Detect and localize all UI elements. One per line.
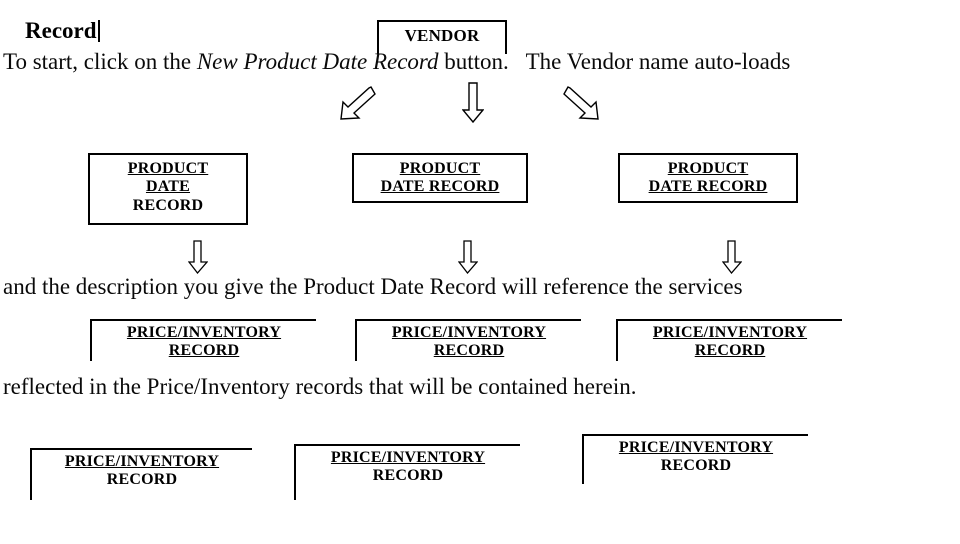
pdr-box-1-line-1: PRODUCT <box>127 160 209 177</box>
price-inventory-box-mid-3[interactable]: PRICE/INVENTORY RECORD <box>616 319 842 361</box>
arrow-down-icon-2b <box>458 240 478 274</box>
product-date-record-box-1[interactable]: PRODUCT DATE RECORD <box>88 153 248 225</box>
pdr-box-1-line-3: RECORD <box>132 196 204 214</box>
arrow-down-icon-2a <box>188 240 208 274</box>
pi-bottom-1-line-1: PRICE/INVENTORY <box>64 453 220 470</box>
pdr-box-3-line-2: DATE RECORD <box>648 178 768 196</box>
vendor-box-label: VENDOR <box>404 26 480 45</box>
pi-mid-2-line-2: RECORD <box>433 342 505 360</box>
price-inventory-box-mid-1[interactable]: PRICE/INVENTORY RECORD <box>90 319 316 361</box>
pdr-box-3-line-1: PRODUCT <box>667 160 749 177</box>
product-date-record-box-2[interactable]: PRODUCT DATE RECORD <box>352 153 528 203</box>
arrow-down-right-icon <box>562 85 602 123</box>
vendor-box[interactable]: VENDOR <box>377 20 507 54</box>
text-caret <box>97 20 100 42</box>
paragraph-line-1: To start, click on the New Product Date … <box>3 49 791 74</box>
truncated-heading-text: Record <box>25 18 97 43</box>
pi-bottom-3-line-1: PRICE/INVENTORY <box>618 439 774 456</box>
arrow-down-icon-2c <box>722 240 742 274</box>
pi-bottom-3-line-2: RECORD <box>660 457 732 475</box>
truncated-heading: Record <box>2 0 100 70</box>
pdr-box-2-line-1: PRODUCT <box>399 160 481 177</box>
pi-mid-3-line-2: RECORD <box>694 342 766 360</box>
paragraph-line-1-part-a: To start, click on the <box>3 49 197 74</box>
price-inventory-box-bottom-2[interactable]: PRICE/INVENTORY RECORD <box>294 444 520 500</box>
arrow-down-left-icon <box>338 85 378 123</box>
pi-mid-1-line-2: RECORD <box>168 342 240 360</box>
pdr-box-1-line-2: DATE <box>145 178 191 196</box>
pi-mid-2-line-1: PRICE/INVENTORY <box>391 324 547 341</box>
pi-bottom-2-line-2: RECORD <box>372 467 444 485</box>
pi-mid-1-line-1: PRICE/INVENTORY <box>126 324 282 341</box>
price-inventory-box-mid-2[interactable]: PRICE/INVENTORY RECORD <box>355 319 581 361</box>
pi-mid-3-line-1: PRICE/INVENTORY <box>652 324 808 341</box>
paragraph-line-1-part-b: button. The Vendor name auto-loads <box>438 49 791 74</box>
paragraph-line-3: reflected in the Price/Inventory records… <box>3 374 637 399</box>
pi-bottom-1-line-2: RECORD <box>106 471 178 489</box>
paragraph-line-2: and the description you give the Product… <box>3 274 743 299</box>
pdr-box-2-line-2: DATE RECORD <box>380 178 500 196</box>
arrow-down-icon <box>462 82 484 124</box>
pi-bottom-2-line-1: PRICE/INVENTORY <box>330 449 486 466</box>
product-date-record-box-3[interactable]: PRODUCT DATE RECORD <box>618 153 798 203</box>
paragraph-line-1-emphasis: New Product Date Record <box>196 49 439 74</box>
price-inventory-box-bottom-3[interactable]: PRICE/INVENTORY RECORD <box>582 434 808 484</box>
price-inventory-box-bottom-1[interactable]: PRICE/INVENTORY RECORD <box>30 448 252 500</box>
